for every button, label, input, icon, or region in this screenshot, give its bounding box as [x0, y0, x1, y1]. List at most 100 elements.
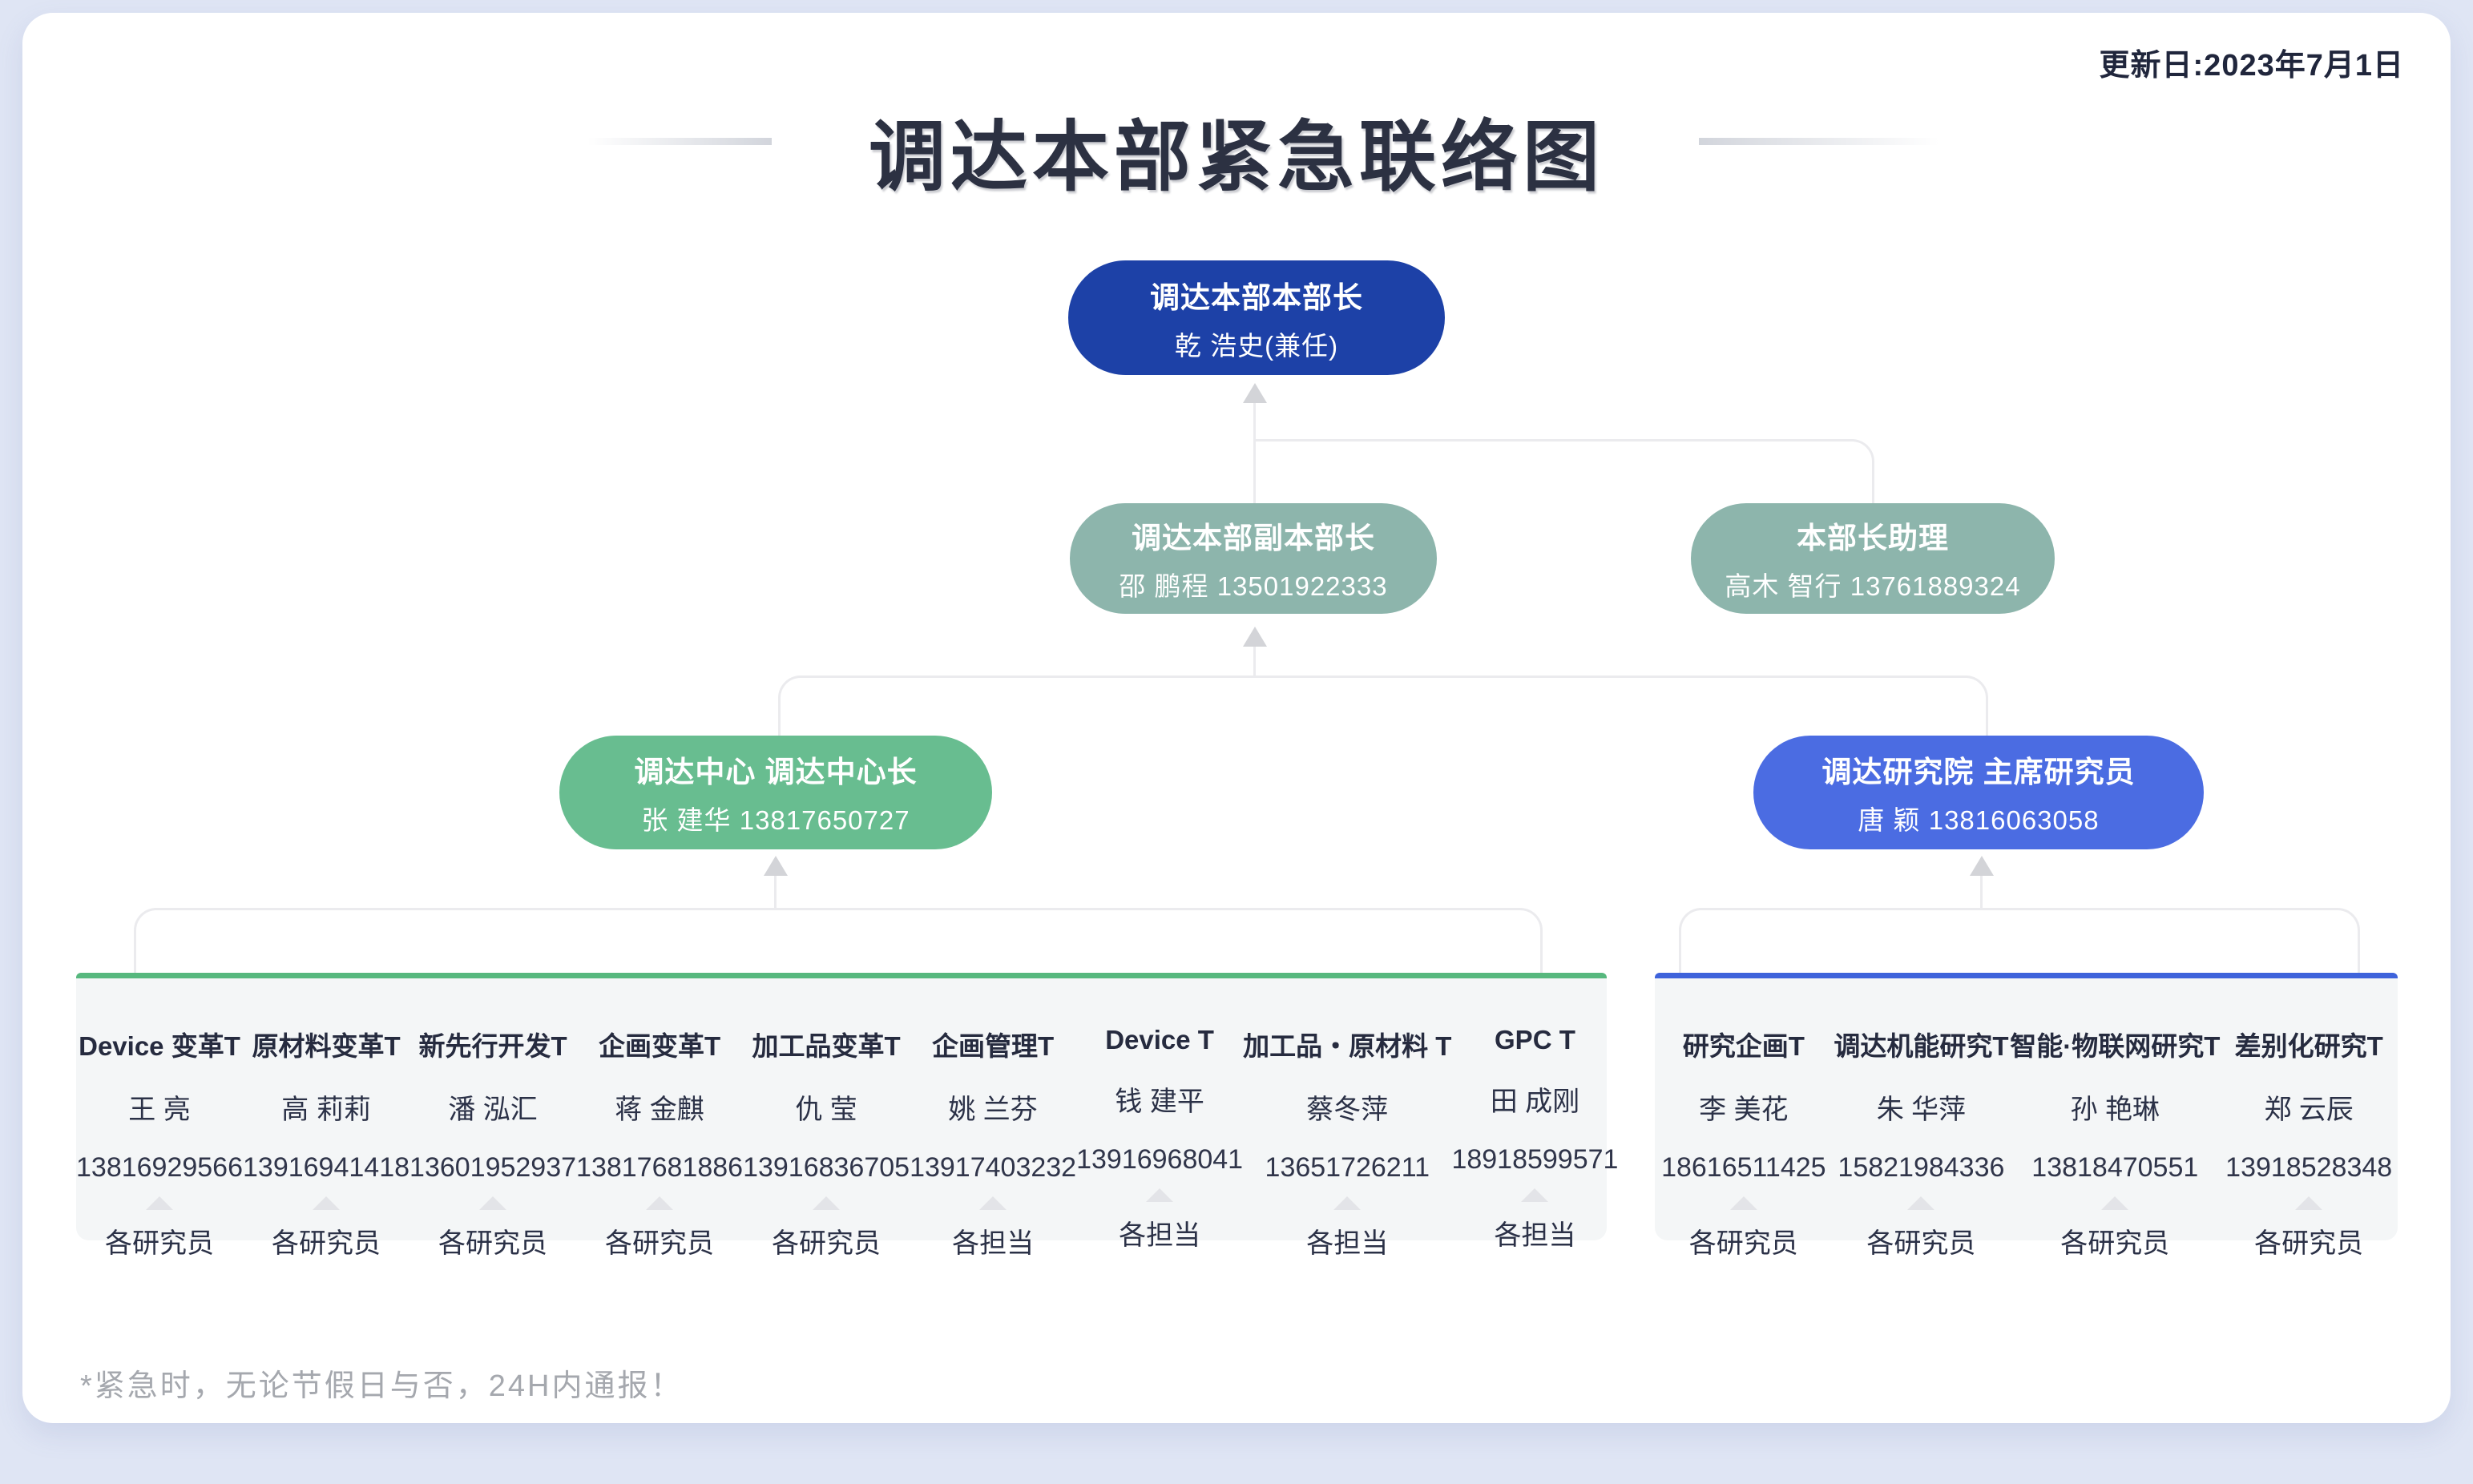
- team-leader-phone: 13918528348: [2225, 1152, 2393, 1183]
- team-leader-name: 高 莉莉: [281, 1095, 371, 1125]
- team-card: 研究企画T 李 美花 18616511425 各研究员: [1655, 1025, 1833, 1259]
- connector-bracket-right-teams: [1679, 908, 2360, 975]
- team-members: 各研究员: [605, 1228, 715, 1259]
- team-members: 各研究员: [105, 1228, 214, 1259]
- team-leader-phone: 13818470551: [2031, 1152, 2199, 1183]
- up-triangle-icon: [146, 1196, 173, 1210]
- team-leader-phone: 15821984336: [1838, 1152, 2005, 1183]
- connector-bracket-left-teams: [134, 908, 1543, 975]
- team-members: 各研究员: [1688, 1228, 1798, 1259]
- team-leader-phone: 13917403232: [910, 1152, 1077, 1183]
- org-box-title: 调达研究院 主席研究员: [1821, 756, 2136, 788]
- team-leader-phone: 13817681886: [576, 1152, 744, 1183]
- team-members: 各研究员: [2060, 1228, 2170, 1259]
- team-leader-name: 潘 泓汇: [448, 1095, 538, 1125]
- team-members: 各研究员: [1866, 1228, 1976, 1259]
- connector-line: [1253, 403, 1256, 503]
- up-triangle-icon: [479, 1196, 507, 1210]
- team-name: 加工品变革T: [752, 1031, 901, 1061]
- up-triangle-icon: [1333, 1196, 1362, 1210]
- team-members: 各担当: [1494, 1220, 1576, 1251]
- team-leader-name: 蒋 金麒: [615, 1095, 704, 1125]
- up-triangle-icon: [313, 1196, 341, 1210]
- team-leader-phone: 13916968041: [1076, 1144, 1244, 1175]
- team-card: 原材料变革T 高 莉莉 13916941418 各研究员: [243, 1025, 410, 1259]
- team-name: GPC T: [1495, 1025, 1575, 1055]
- up-triangle-icon: [979, 1196, 1007, 1210]
- team-leader-name: 钱 建平: [1115, 1087, 1204, 1117]
- team-leader-name: 孙 艳琳: [2070, 1095, 2160, 1125]
- team-name: 研究企画T: [1682, 1031, 1805, 1061]
- up-arrow-icon: [764, 856, 788, 876]
- team-members: 各担当: [1306, 1228, 1389, 1259]
- team-name: 新先行开发T: [418, 1031, 567, 1061]
- team-leader-phone: 13916836705: [743, 1152, 910, 1183]
- org-box-person: 唐 颖 13816063058: [1858, 805, 2100, 835]
- team-name: 企画变革T: [598, 1031, 721, 1061]
- team-name: 差别化研究T: [2234, 1031, 2383, 1061]
- team-card: 企画管理T 姚 兰芬 13917403232 各担当: [910, 1025, 1077, 1259]
- team-card: 新先行开发T 潘 泓汇 13601952937 各研究员: [409, 1025, 577, 1259]
- up-arrow-icon: [1243, 627, 1267, 647]
- team-name: 调达机能研究T: [1834, 1031, 2009, 1061]
- title-deco-line-left: [587, 138, 772, 145]
- team-leader-name: 李 美花: [1699, 1095, 1789, 1125]
- connector-bracket-level3: [778, 675, 1988, 740]
- org-box-title: 本部长助理: [1797, 522, 1949, 554]
- team-members: 各研究员: [438, 1228, 548, 1259]
- team-members: 各研究员: [772, 1228, 881, 1259]
- team-card: GPC T 田 成刚 18918599571 各担当: [1451, 1025, 1619, 1251]
- org-box-procurement-center-head: 调达中心 调达中心长 张 建华 13817650727: [559, 736, 992, 849]
- team-leader-name: 姚 兰芬: [948, 1095, 1038, 1125]
- up-triangle-icon: [1907, 1196, 1935, 1210]
- org-box-person: 邵 鹏程 13501922333: [1119, 571, 1388, 601]
- up-triangle-icon: [813, 1196, 841, 1210]
- team-leader-phone: 18918599571: [1451, 1144, 1619, 1175]
- up-triangle-icon: [1521, 1188, 1549, 1202]
- team-card: 企画变革T 蒋 金麒 13817681886 各研究员: [576, 1025, 744, 1259]
- up-triangle-icon: [1729, 1196, 1757, 1210]
- up-triangle-icon: [2101, 1196, 2129, 1210]
- org-box-title: 调达本部本部长: [1150, 280, 1363, 314]
- org-box-person: 张 建华 13817650727: [641, 805, 910, 835]
- up-triangle-icon: [2295, 1196, 2323, 1210]
- page-title: 调达本部紧急联络图: [869, 111, 1604, 202]
- team-members: 各研究员: [2254, 1228, 2364, 1259]
- org-box-person: 高木 智行 13761889324: [1725, 571, 2021, 601]
- org-box-title: 调达本部副本部长: [1132, 522, 1375, 554]
- team-leader-phone: 18616511425: [1661, 1152, 1826, 1183]
- team-leader-phone: 13816929566: [76, 1152, 244, 1183]
- connector-line: [1980, 876, 1983, 909]
- up-arrow-icon: [1243, 383, 1267, 403]
- team-card: Device T 钱 建平 13916968041 各担当: [1076, 1025, 1244, 1251]
- team-leader-name: 朱 华萍: [1876, 1095, 1967, 1125]
- team-card: 加工品・原材料 T 蔡冬萍 13651726211 各担当: [1243, 1025, 1452, 1259]
- up-triangle-icon: [1146, 1188, 1174, 1202]
- team-card: Device 变革T 王 亮 13816929566 各研究员: [76, 1025, 244, 1259]
- title-deco-line-right: [1699, 138, 1939, 145]
- team-name: 原材料变革T: [252, 1031, 401, 1061]
- team-card: 调达机能研究T 朱 华萍 15821984336 各研究员: [1833, 1025, 2011, 1259]
- connector-bracket-level2: [1255, 439, 1874, 506]
- team-name: Device 变革T: [79, 1031, 240, 1061]
- team-leader-phone: 13916941418: [243, 1152, 410, 1183]
- team-leader-name: 王 亮: [128, 1095, 191, 1125]
- team-card: 智能·物联网研究T 孙 艳琳 13818470551 各研究员: [2010, 1025, 2220, 1259]
- connector-line: [1253, 647, 1256, 678]
- team-leader-phone: 13601952937: [409, 1152, 577, 1183]
- up-arrow-icon: [1970, 856, 1994, 876]
- update-date: 更新日:2023年7月1日: [2099, 49, 2404, 83]
- emergency-footnote: *紧急时，无论节假日与否，24H内通报！: [80, 1369, 684, 1403]
- up-triangle-icon: [646, 1196, 674, 1210]
- team-name: 加工品・原材料 T: [1243, 1031, 1452, 1061]
- org-box-research-institute-chief: 调达研究院 主席研究员 唐 颖 13816063058: [1753, 736, 2204, 849]
- org-box-person: 乾 浩史(兼任): [1174, 330, 1339, 361]
- team-members: 各研究员: [272, 1228, 381, 1259]
- team-leader-name: 蔡冬萍: [1306, 1095, 1389, 1125]
- org-box-deputy-director: 调达本部副本部长 邵 鹏程 13501922333: [1070, 503, 1437, 614]
- org-box-director-assistant: 本部长助理 高木 智行 13761889324: [1691, 503, 2055, 614]
- team-members: 各担当: [952, 1228, 1035, 1259]
- connector-line: [774, 876, 777, 909]
- org-box-title: 调达中心 调达中心长: [634, 756, 918, 788]
